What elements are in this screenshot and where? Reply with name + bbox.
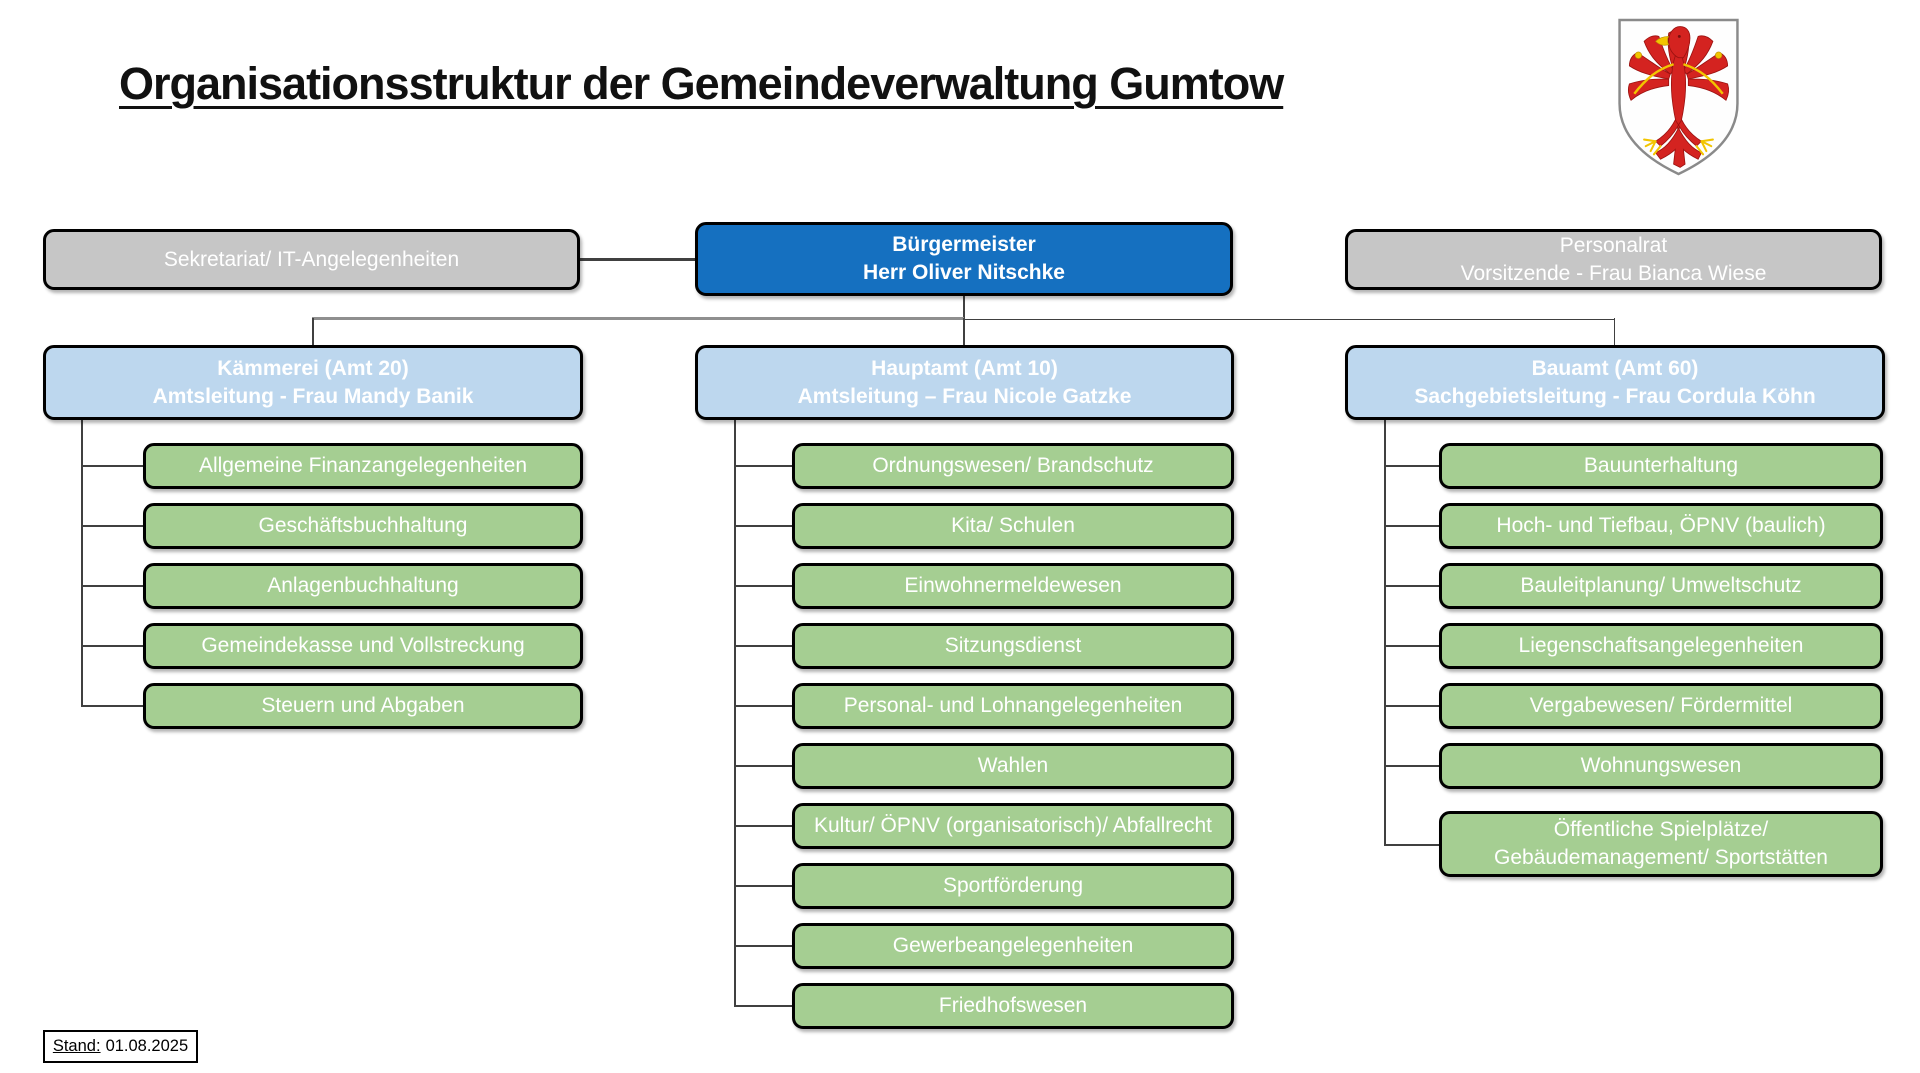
unit-box: Personal- und Lohnangelegenheiten (792, 683, 1234, 729)
connector-tree-hauptamt (734, 420, 736, 1006)
stand-date: 01.08.2025 (105, 1037, 189, 1055)
connector-drop-hauptamt (963, 318, 965, 345)
connector-stub (734, 1005, 792, 1007)
connector-stub (734, 765, 792, 767)
unit-label: Kita/ Schulen (951, 514, 1075, 538)
connector-stub (1384, 585, 1439, 587)
unit-box: Gewerbeangelegenheiten (792, 923, 1234, 969)
box-bauamt-lead: Sachgebietsleitung - Frau Cordula Köhn (1414, 384, 1816, 408)
connector-buergermeister-drop (963, 296, 965, 320)
unit-label: Wohnungswesen (1580, 754, 1742, 778)
connector-stub (734, 465, 792, 467)
connector-spine-right (963, 318, 1615, 320)
unit-box: Sportförderung (792, 863, 1234, 909)
unit-box: Bauleitplanung/ Umweltschutz (1439, 563, 1883, 609)
connector-drop-kaemmerei (312, 318, 314, 345)
connector-stub (734, 585, 792, 587)
unit-label: Vergabewesen/ Fördermittel (1529, 694, 1793, 718)
unit-label: Hoch- und Tiefbau, ÖPNV (baulich) (1496, 514, 1826, 538)
unit-label: Einwohnermeldewesen (904, 574, 1122, 598)
unit-label: Bauleitplanung/ Umweltschutz (1520, 574, 1802, 598)
unit-box: Vergabewesen/ Fördermittel (1439, 683, 1883, 729)
box-kaemmerei-lead: Amtsleitung - Frau Mandy Banik (152, 384, 474, 408)
unit-box: Sitzungsdienst (792, 623, 1234, 669)
box-buergermeister: Bürgermeister Herr Oliver Nitschke (695, 222, 1233, 296)
unit-box: Wahlen (792, 743, 1234, 789)
unit-label: Ordnungswesen/ Brandschutz (872, 454, 1154, 478)
connector-tree-kaemmerei (81, 420, 83, 706)
unit-box: Geschäftsbuchhaltung (143, 503, 583, 549)
connector-stub (81, 525, 143, 527)
connector-stub (734, 645, 792, 647)
connector-stub (734, 705, 792, 707)
connector-tree-bauamt (1384, 420, 1386, 845)
unit-label: Liegenschaftsangelegenheiten (1518, 634, 1804, 658)
connector-stub (734, 945, 792, 947)
unit-label: Kultur/ ÖPNV (organisatorisch)/ Abfallre… (814, 814, 1212, 838)
connector-stub (1384, 525, 1439, 527)
connector-stub (1384, 844, 1439, 846)
box-sekretariat: Sekretariat/ IT-Angelegenheiten (43, 229, 580, 290)
unit-box: Gemeindekasse und Vollstreckung (143, 623, 583, 669)
connector-sekretariat-buergermeister (580, 258, 695, 261)
connector-stub (734, 525, 792, 527)
unit-label: Gewerbeangelegenheiten (892, 934, 1134, 958)
unit-label: Sportförderung (942, 874, 1084, 898)
unit-box: Hoch- und Tiefbau, ÖPNV (baulich) (1439, 503, 1883, 549)
box-kaemmerei-title: Kämmerei (Amt 20) (217, 356, 409, 380)
unit-box: Liegenschaftsangelegenheiten (1439, 623, 1883, 669)
box-personalrat-name: Vorsitzende - Frau Bianca Wiese (1460, 261, 1767, 285)
status-date-box: Stand: 01.08.2025 (43, 1030, 198, 1063)
box-bauamt: Bauamt (Amt 60) Sachgebietsleitung - Fra… (1345, 345, 1885, 420)
box-hauptamt: Hauptamt (Amt 10) Amtsleitung – Frau Nic… (695, 345, 1234, 420)
box-hauptamt-lead: Amtsleitung – Frau Nicole Gatzke (797, 384, 1132, 408)
unit-label: Öffentliche Spielplätze/ Gebäudemanageme… (1494, 818, 1828, 869)
unit-box: Friedhofswesen (792, 983, 1234, 1029)
unit-label: Allgemeine Finanzangelegenheiten (198, 454, 528, 478)
connector-stub (1384, 645, 1439, 647)
unit-box: Wohnungswesen (1439, 743, 1883, 789)
unit-box: Öffentliche Spielplätze/ Gebäudemanageme… (1439, 811, 1883, 877)
unit-box: Ordnungswesen/ Brandschutz (792, 443, 1234, 489)
unit-label: Gemeindekasse und Vollstreckung (201, 634, 525, 658)
unit-label: Personal- und Lohnangelegenheiten (843, 694, 1183, 718)
connector-stub (734, 885, 792, 887)
box-sekretariat-label: Sekretariat/ IT-Angelegenheiten (163, 247, 460, 271)
box-buergermeister-title: Bürgermeister (892, 233, 1036, 257)
connector-stub (81, 585, 143, 587)
box-personalrat: Personalrat Vorsitzende - Frau Bianca Wi… (1345, 229, 1882, 290)
unit-box: Bauunterhaltung (1439, 443, 1883, 489)
brandenburg-coat-of-arms-icon (1618, 18, 1739, 176)
connector-stub (1384, 705, 1439, 707)
unit-label: Geschäftsbuchhaltung (258, 514, 468, 538)
connector-stub (81, 465, 143, 467)
unit-box: Steuern und Abgaben (143, 683, 583, 729)
unit-box: Anlagenbuchhaltung (143, 563, 583, 609)
connector-drop-bauamt (1613, 318, 1615, 345)
box-kaemmerei: Kämmerei (Amt 20) Amtsleitung - Frau Man… (43, 345, 583, 420)
unit-label: Anlagenbuchhaltung (267, 574, 459, 598)
connector-stub (734, 825, 792, 827)
unit-label: Sitzungsdienst (944, 634, 1082, 658)
page-title: Organisationsstruktur der Gemeindeverwal… (119, 58, 1284, 109)
unit-box: Kita/ Schulen (792, 503, 1234, 549)
unit-label: Bauunterhaltung (1583, 454, 1739, 478)
unit-box: Einwohnermeldewesen (792, 563, 1234, 609)
stand-label: Stand: (52, 1037, 101, 1055)
connector-stub (1384, 465, 1439, 467)
box-hauptamt-title: Hauptamt (Amt 10) (871, 356, 1058, 380)
unit-box: Allgemeine Finanzangelegenheiten (143, 443, 583, 489)
box-personalrat-title: Personalrat (1559, 233, 1668, 257)
unit-box: Kultur/ ÖPNV (organisatorisch)/ Abfallre… (792, 803, 1234, 849)
connector-stub (1384, 765, 1439, 767)
unit-label: Wahlen (977, 754, 1049, 778)
connector-stub (81, 705, 143, 707)
connector-spine-left (312, 317, 964, 320)
unit-label: Friedhofswesen (938, 994, 1088, 1018)
connector-stub (81, 645, 143, 647)
box-bauamt-title: Bauamt (Amt 60) (1531, 356, 1699, 380)
box-buergermeister-name: Herr Oliver Nitschke (863, 261, 1065, 284)
unit-label: Steuern und Abgaben (261, 694, 465, 718)
